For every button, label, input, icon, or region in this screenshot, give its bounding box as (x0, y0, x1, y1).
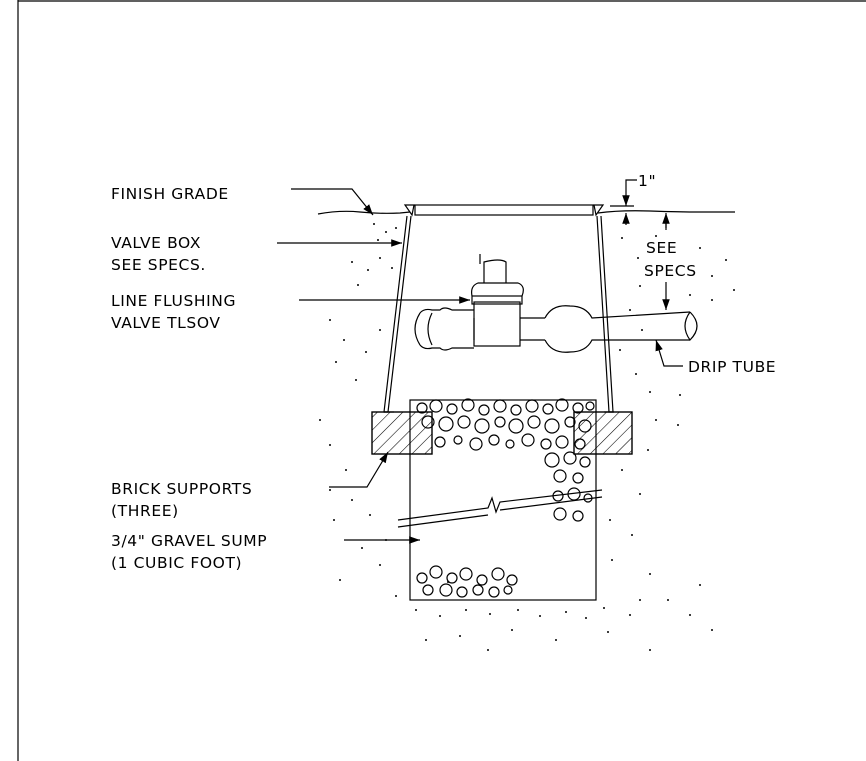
label-one-inch: 1" (638, 172, 656, 190)
label-finish-grade: FINISH GRADE (111, 185, 229, 203)
label-see-specs-2: SPECS (644, 262, 697, 280)
drip-tube-pipe (414, 305, 698, 353)
label-see-specs-1: SEE (646, 239, 677, 257)
label-drip-tube: DRIP TUBE (688, 358, 776, 376)
dimension-one-inch (610, 179, 637, 225)
label-brick-1: BRICK SUPPORTS (111, 480, 252, 498)
leader-brick (329, 451, 389, 488)
valve-box-lid (403, 204, 605, 217)
leader-finish-grade (291, 188, 374, 216)
leader-drip-tube (655, 339, 683, 367)
label-line-flushing-1: LINE FLUSHING (111, 292, 236, 310)
valve-box-walls (383, 215, 614, 413)
flushing-valve (471, 254, 524, 347)
finish-grade-line (317, 210, 735, 215)
label-valve-box-1: VALVE BOX (111, 234, 201, 252)
label-gravel-2: (1 CUBIC FOOT) (111, 554, 242, 572)
brick-supports (371, 411, 633, 455)
label-brick-2: (THREE) (111, 502, 179, 520)
label-line-flushing-2: VALVE TLSOV (111, 314, 221, 332)
break-line (397, 489, 603, 521)
label-valve-box-2: SEE SPECS. (111, 256, 206, 274)
sheet-border (17, 0, 866, 761)
label-gravel-1: 3/4" GRAVEL SUMP (111, 532, 267, 550)
labels: FINISH GRADE VALVE BOX SEE SPECS. LINE F… (111, 172, 776, 572)
soil-stipple (319, 223, 735, 651)
leader-lines (277, 179, 683, 544)
gravel-stones-top (416, 398, 595, 522)
gravel-stones-bottom (416, 565, 518, 598)
